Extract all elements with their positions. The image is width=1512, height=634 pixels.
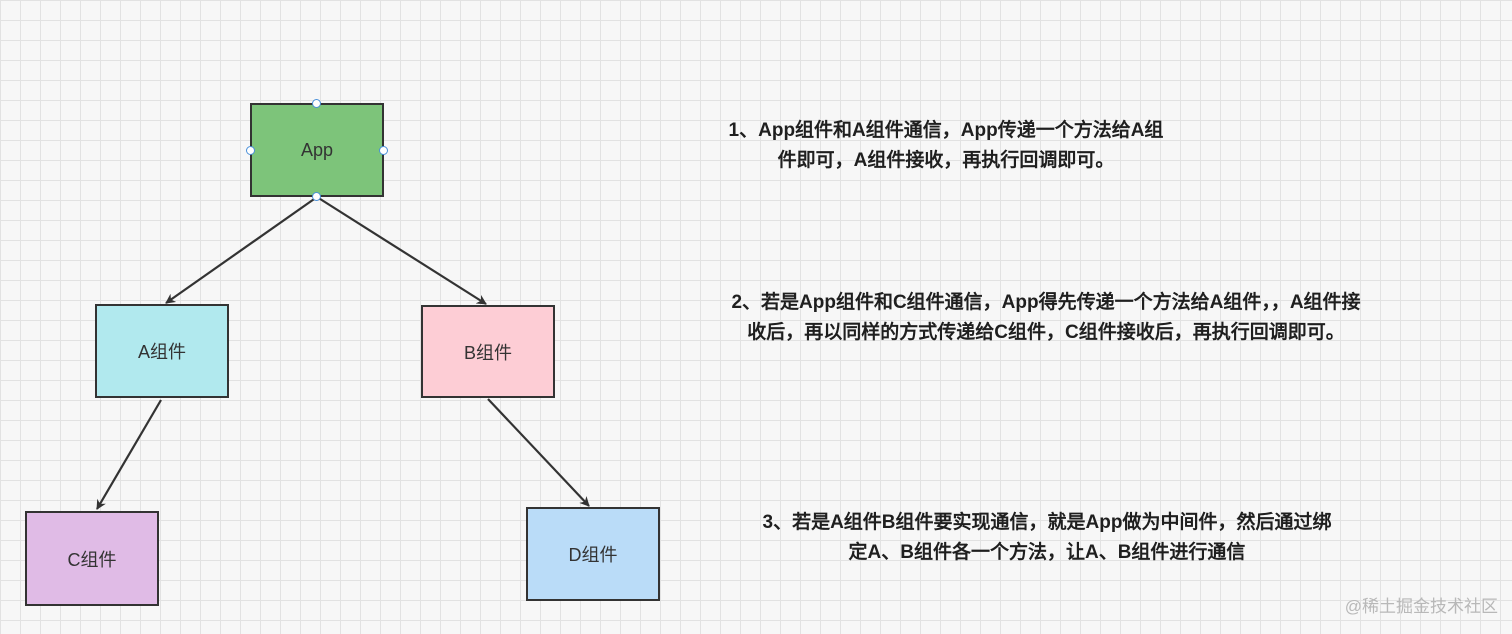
note-a-to-b: 3、若是A组件B组件要实现通信，就是App做为中间件，然后通过绑 定A、B组件各…: [722, 508, 1372, 568]
note-app-to-a: 1、App组件和A组件通信，App传递一个方法给A组 件即可，A组件接收，再执行…: [696, 116, 1196, 176]
note-3-line-1: 3、若是A组件B组件要实现通信，就是App做为中间件，然后通过绑: [762, 512, 1332, 533]
edge-b-to-d[interactable]: [487, 398, 590, 507]
note-app-to-c: 2、若是App组件和C组件通信，App得先传递一个方法给A组件，，A组件接 收后…: [676, 288, 1416, 348]
component-b-node[interactable]: B组件: [421, 305, 555, 398]
component-c-label: C组件: [67, 549, 117, 570]
note-1-line-1: 1、App组件和A组件通信，App传递一个方法给A组: [728, 120, 1164, 141]
edge-a-to-c[interactable]: [96, 399, 162, 510]
app-node[interactable]: App: [250, 103, 384, 197]
watermark: @稀土掘金技术社区: [1344, 597, 1498, 616]
selection-handle-top[interactable]: [312, 99, 321, 108]
note-2-line-2: 收后，再以同样的方式传递给C组件，C组件接收后，再执行回调即可。: [747, 322, 1345, 343]
component-d-label: D组件: [568, 545, 618, 565]
component-c-node[interactable]: C组件: [25, 511, 159, 606]
selection-handle-left[interactable]: [246, 146, 255, 155]
note-1-line-2: 件即可，A组件接收，再执行回调即可。: [777, 150, 1115, 171]
note-3-line-2: 定A、B组件各一个方法，让A、B组件进行通信: [848, 542, 1246, 563]
selection-handle-bottom[interactable]: [312, 192, 321, 201]
app-node-label: App: [300, 139, 334, 160]
selection-handle-right[interactable]: [379, 146, 388, 155]
edge-app-to-b[interactable]: [316, 196, 487, 305]
component-d-node[interactable]: D组件: [526, 507, 660, 601]
component-a-label: A组件: [137, 342, 186, 362]
note-2-line-1: 2、若是App组件和C组件通信，App得先传递一个方法给A组件，，A组件接: [731, 292, 1361, 313]
component-b-label: B组件: [463, 342, 512, 363]
edge-app-to-a[interactable]: [165, 196, 318, 304]
component-a-node[interactable]: A组件: [95, 304, 229, 398]
